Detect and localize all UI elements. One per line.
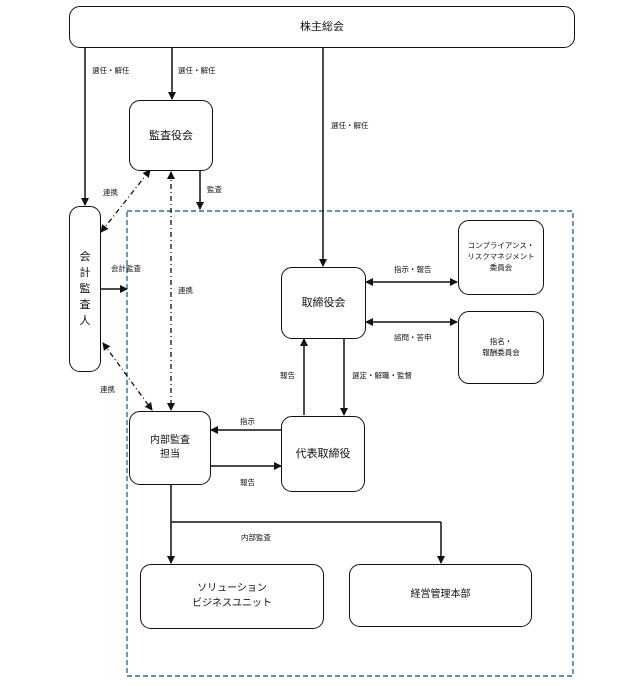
management-division-box: 経営管理本部: [349, 564, 532, 627]
label-appoint-dismiss-audit-board: 選任・解任: [178, 66, 216, 75]
auditor-char-3: 監: [79, 282, 91, 296]
label-appoint-dismiss-board: 選任・解任: [331, 121, 369, 130]
label-instruct: 指示: [240, 417, 255, 426]
label-appoint-dismiss-auditor: 選任・解任: [92, 66, 130, 75]
solution-unit-box: ソリューション ビジネスユニット: [140, 564, 324, 629]
compliance-line-1: コンプライアンス・: [467, 241, 535, 251]
solution-line-1: ソリューション: [197, 583, 267, 594]
ceo-box: 代表取締役: [281, 416, 365, 492]
label-consult-report: 諮問・答申: [394, 333, 432, 342]
label-internal-audit: 内部監査: [241, 533, 271, 542]
nomination-committee-box: 指名・ 報酬委員会: [458, 311, 544, 384]
label-report-to-board: 報告: [280, 371, 295, 380]
arrow-auditor-internal-audit: [102, 342, 153, 411]
internal-audit-box: 内部監査 担当: [129, 411, 211, 485]
nomination-line-2: 報酬委員会: [482, 347, 520, 357]
solution-line-2: ビジネスユニット: [192, 597, 272, 609]
auditor-char-2: 計: [79, 266, 91, 280]
shareholders-box: 株主総会: [69, 6, 575, 48]
label-cooperation-auditor-internal: 連携: [100, 385, 115, 394]
label-instruct-report: 指示・報告: [394, 265, 432, 274]
shareholders-label: 株主総会: [300, 20, 344, 34]
internal-audit-line-2: 担当: [160, 449, 180, 460]
label-accounting-audit: 会計監査: [111, 264, 141, 273]
management-label: 経営管理本部: [410, 589, 471, 601]
board-label: 取締役会: [301, 296, 346, 310]
auditor-char-5: 人: [79, 313, 91, 327]
auditor-char-4: 査: [79, 297, 91, 311]
auditor-char-1: 会: [79, 250, 91, 264]
audit-board-box: 監査役会: [129, 100, 213, 171]
internal-audit-line-1: 内部監査: [150, 434, 190, 446]
label-audit: 監査: [207, 185, 222, 194]
board-box: 取締役会: [281, 267, 366, 339]
audit-board-label: 監査役会: [149, 128, 193, 142]
ceo-label: 代表取締役: [295, 447, 351, 461]
compliance-line-2: リスクマネジメント: [467, 252, 535, 262]
label-cooperation-audit-board: 連携: [103, 188, 118, 197]
nomination-line-1: 指名・: [489, 336, 513, 346]
arrow-auditor-audit-board: [100, 169, 151, 233]
auditor-box: 会 計 監 査 人: [69, 206, 101, 372]
compliance-committee-box: コンプライアンス・ リスクマネジメント 委員会: [458, 220, 544, 295]
label-select-dismiss-supervise: 選定・解職・監督: [352, 371, 412, 380]
label-cooperation-internal: 連携: [178, 286, 193, 295]
label-report-to-ceo: 報告: [240, 478, 255, 487]
compliance-line-3: 委員会: [489, 262, 513, 272]
